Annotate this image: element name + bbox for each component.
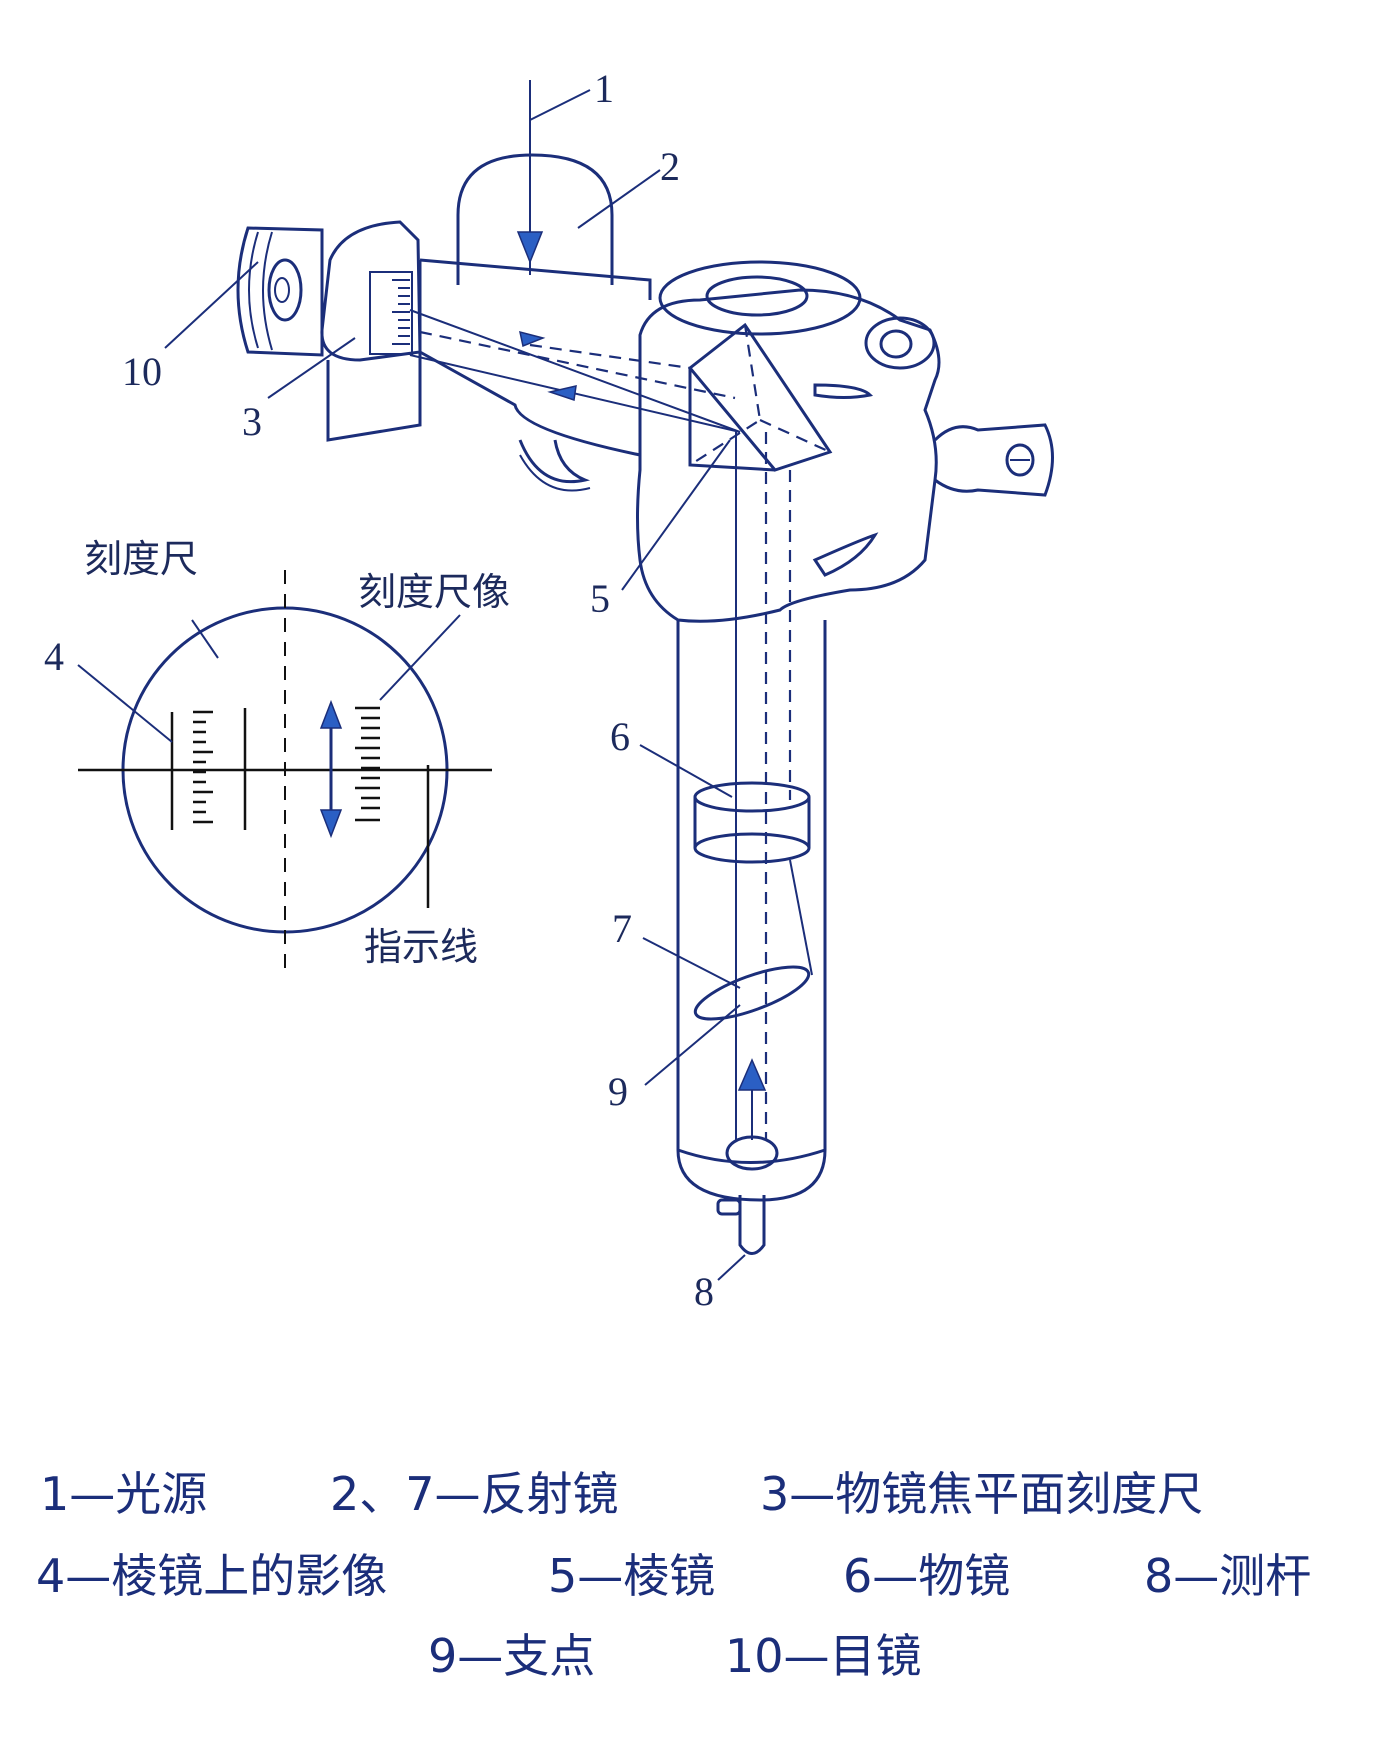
focal-plane-scale [320, 220, 422, 442]
legend-item-4: 4—棱镜上的影像 [36, 1549, 388, 1603]
inset-right-scale-ticks [355, 706, 380, 822]
direction-arrows [516, 231, 767, 1140]
mirror-7 [693, 859, 813, 1021]
instrument-body [518, 260, 1054, 623]
measuring-rod [716, 1135, 779, 1255]
callout-labels: 1 2 3 4 5 6 7 8 9 10 [44, 66, 714, 1314]
legend-item-9: 9—支点 [428, 1629, 596, 1683]
arrow-up-icon [737, 1058, 767, 1091]
callout-5: 5 [590, 576, 610, 621]
legend-item-1: 1—光源 [40, 1467, 208, 1521]
scale-ticks [392, 279, 410, 345]
legend-item-8: 8—测杆 [1144, 1549, 1312, 1603]
leader-lines [164, 89, 746, 1281]
legend-item-3: 3—物镜焦平面刻度尺 [760, 1467, 1204, 1521]
mirror-2-housing [456, 153, 614, 285]
callout-7: 7 [612, 906, 632, 951]
double-arrow-up-icon [319, 699, 343, 729]
legend-item-10: 10—目镜 [725, 1629, 922, 1683]
legend-item-6: 6—物镜 [843, 1549, 1011, 1603]
inset-scale-label: 刻度尺 [84, 537, 198, 581]
inset-scale-image-label: 刻度尺像 [358, 570, 510, 614]
callout-1: 1 [594, 66, 614, 111]
arrow-left-icon [547, 385, 577, 401]
inset-left-scale-ticks [193, 710, 213, 824]
callout-8: 8 [694, 1269, 714, 1314]
legend-item-5: 5—棱镜 [548, 1549, 716, 1603]
objective-lens [693, 781, 811, 864]
callout-10: 10 [122, 349, 162, 394]
legend-item-2-7: 2、7—反射镜 [330, 1467, 619, 1521]
callout-9: 9 [608, 1069, 628, 1114]
arrow-right-icon [519, 330, 546, 348]
field-of-view-inset: 刻度尺 刻度尺像 指示线 [77, 537, 510, 970]
prism [687, 322, 833, 472]
inset-indicator-label: 指示线 [364, 925, 478, 969]
vertical-tube [676, 620, 827, 1202]
callout-2: 2 [660, 144, 680, 189]
callout-4: 4 [44, 634, 64, 679]
arrow-down-icon [516, 231, 544, 265]
callout-6: 6 [610, 714, 630, 759]
eyepiece [236, 226, 324, 357]
callout-3: 3 [242, 399, 262, 444]
double-arrow-down-icon [319, 809, 343, 839]
